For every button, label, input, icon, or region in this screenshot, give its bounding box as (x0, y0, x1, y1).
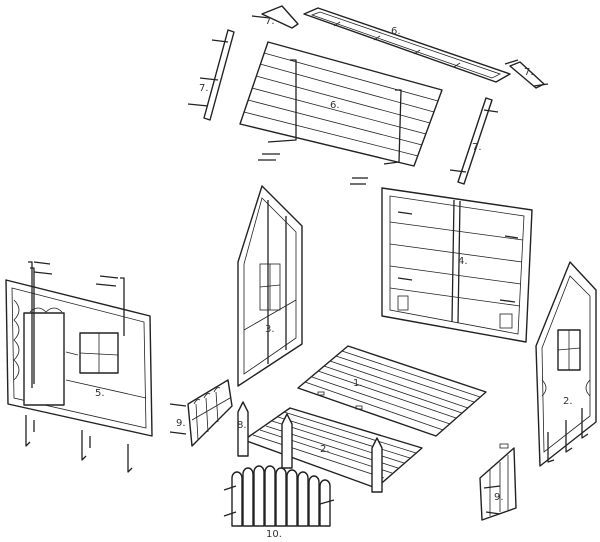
gable-wall-left (237, 185, 303, 387)
part-label: 7. (524, 67, 534, 78)
roof-panel (239, 41, 443, 185)
front-wall (5, 261, 153, 473)
part-label: 2. (563, 396, 573, 407)
part-label: 5. (95, 388, 105, 399)
roof-frame (303, 7, 511, 83)
part-label: 3. (265, 324, 275, 335)
part-label: 7. (265, 16, 275, 27)
fence-side-left (169, 379, 233, 447)
part-label: 8. (237, 420, 247, 431)
roof-strip-right (449, 97, 499, 185)
part-label: 2. (320, 444, 330, 455)
part-label: 9. (494, 492, 504, 503)
part-label: 7. (199, 83, 209, 94)
part-label: 1. (353, 378, 363, 389)
fence-front (223, 465, 335, 527)
part-label: 6. (330, 100, 340, 111)
roof-strip-left (187, 29, 235, 121)
part-label: 10. (266, 529, 282, 540)
part-label: 7. (472, 142, 482, 153)
part-label: 4. (458, 256, 468, 267)
gate-right (479, 443, 517, 521)
part-label: 9. (176, 418, 186, 429)
part-label: 6. (391, 26, 401, 37)
floor-back (297, 345, 487, 437)
roof-bracket-top-left (251, 5, 299, 29)
corner-post (237, 401, 383, 493)
gable-wall-right (535, 261, 597, 467)
roof-bracket-right (504, 59, 549, 89)
back-wall (381, 187, 533, 343)
